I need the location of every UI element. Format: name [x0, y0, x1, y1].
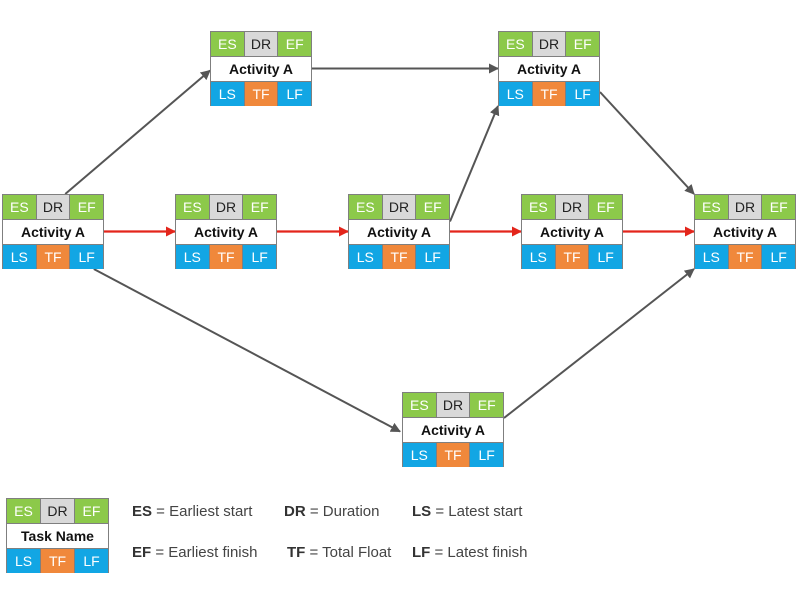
ls-cell: LS: [403, 443, 437, 467]
es-cell: ES: [695, 195, 729, 219]
legend-tf: TF = Total Float: [287, 544, 392, 561]
activity-name: Activity A: [193, 224, 259, 240]
ef-cell: EF: [75, 499, 108, 523]
activity-node-upper-left[interactable]: ES DR EF Activity A LS TF LF: [210, 31, 312, 106]
lf-cell: LF: [589, 245, 623, 269]
ef-cell: EF: [762, 195, 796, 219]
ef-cell: EF: [470, 393, 504, 417]
tf-cell: TF: [555, 245, 590, 269]
ls-cell: LS: [3, 245, 37, 269]
lf-cell: LF: [470, 443, 504, 467]
dr-cell: DR: [41, 499, 75, 523]
activity-node-middle-3[interactable]: ES DR EF Activity A LS TF LF: [521, 194, 623, 269]
activity-node-start[interactable]: ES DR EF Activity A LS TF LF: [2, 194, 104, 269]
ls-cell: LS: [349, 245, 383, 269]
dependency-arrow: [599, 91, 695, 195]
tf-cell: TF: [209, 245, 244, 269]
ef-cell: EF: [566, 32, 600, 56]
ef-cell: EF: [589, 195, 623, 219]
tf-cell: TF: [728, 245, 763, 269]
dr-cell: DR: [382, 195, 417, 219]
lf-cell: LF: [278, 82, 312, 106]
es-cell: ES: [3, 195, 37, 219]
activity-name: Activity A: [20, 224, 86, 240]
legend-ls: LS = Latest start: [412, 503, 523, 520]
lf-cell: LF: [75, 549, 108, 573]
legend-task-name: Task Name: [21, 528, 94, 544]
tf-cell: TF: [436, 443, 471, 467]
tf-cell: TF: [244, 82, 279, 106]
ls-cell: LS: [522, 245, 556, 269]
ls-cell: LS: [7, 549, 41, 573]
lf-cell: LF: [566, 82, 600, 106]
lf-cell: LF: [70, 245, 104, 269]
activity-name: Activity A: [366, 224, 432, 240]
activity-name: Activity A: [539, 224, 605, 240]
ls-cell: LS: [211, 82, 245, 106]
activity-node-middle-1[interactable]: ES DR EF Activity A LS TF LF: [175, 194, 277, 269]
legend-es: ES = Earliest start: [132, 503, 253, 520]
ls-cell: LS: [176, 245, 210, 269]
ef-cell: EF: [70, 195, 104, 219]
lf-cell: LF: [416, 245, 450, 269]
legend-ef: EF = Earliest finish: [132, 544, 258, 561]
dr-cell: DR: [244, 32, 279, 56]
es-cell: ES: [499, 32, 533, 56]
es-cell: ES: [176, 195, 210, 219]
tf-cell: TF: [41, 549, 75, 573]
tf-cell: TF: [382, 245, 417, 269]
legend-node: ES DR EF Task Name LS TF LF: [6, 498, 109, 573]
legend-lf: LF = Latest finish: [412, 544, 528, 561]
activity-node-middle-2[interactable]: ES DR EF Activity A LS TF LF: [348, 194, 450, 269]
dr-cell: DR: [555, 195, 590, 219]
es-cell: ES: [349, 195, 383, 219]
lf-cell: LF: [762, 245, 796, 269]
activity-name: Activity A: [228, 61, 294, 77]
activity-node-upper-right[interactable]: ES DR EF Activity A LS TF LF: [498, 31, 600, 106]
lf-cell: LF: [243, 245, 277, 269]
tf-cell: TF: [36, 245, 71, 269]
dependency-arrow: [449, 105, 500, 222]
dr-cell: DR: [436, 393, 471, 417]
es-cell: ES: [403, 393, 437, 417]
tf-cell: TF: [532, 82, 567, 106]
dr-cell: DR: [532, 32, 567, 56]
activity-name: Activity A: [712, 224, 778, 240]
activity-node-bottom[interactable]: ES DR EF Activity A LS TF LF: [402, 392, 504, 467]
ls-cell: LS: [695, 245, 729, 269]
dr-cell: DR: [728, 195, 763, 219]
ef-cell: EF: [416, 195, 450, 219]
es-cell: ES: [211, 32, 245, 56]
ls-cell: LS: [499, 82, 533, 106]
activity-name: Activity A: [420, 422, 486, 438]
legend-dr: DR = Duration: [284, 503, 380, 520]
dr-cell: DR: [36, 195, 71, 219]
activity-node-end[interactable]: ES DR EF Activity A LS TF LF: [694, 194, 796, 269]
dr-cell: DR: [209, 195, 244, 219]
dependency-arrow: [503, 268, 695, 419]
ef-cell: EF: [278, 32, 312, 56]
dependency-arrow: [93, 268, 401, 433]
es-cell: ES: [7, 499, 41, 523]
dependency-arrow: [64, 69, 211, 195]
ef-cell: EF: [243, 195, 277, 219]
es-cell: ES: [522, 195, 556, 219]
activity-name: Activity A: [516, 61, 582, 77]
